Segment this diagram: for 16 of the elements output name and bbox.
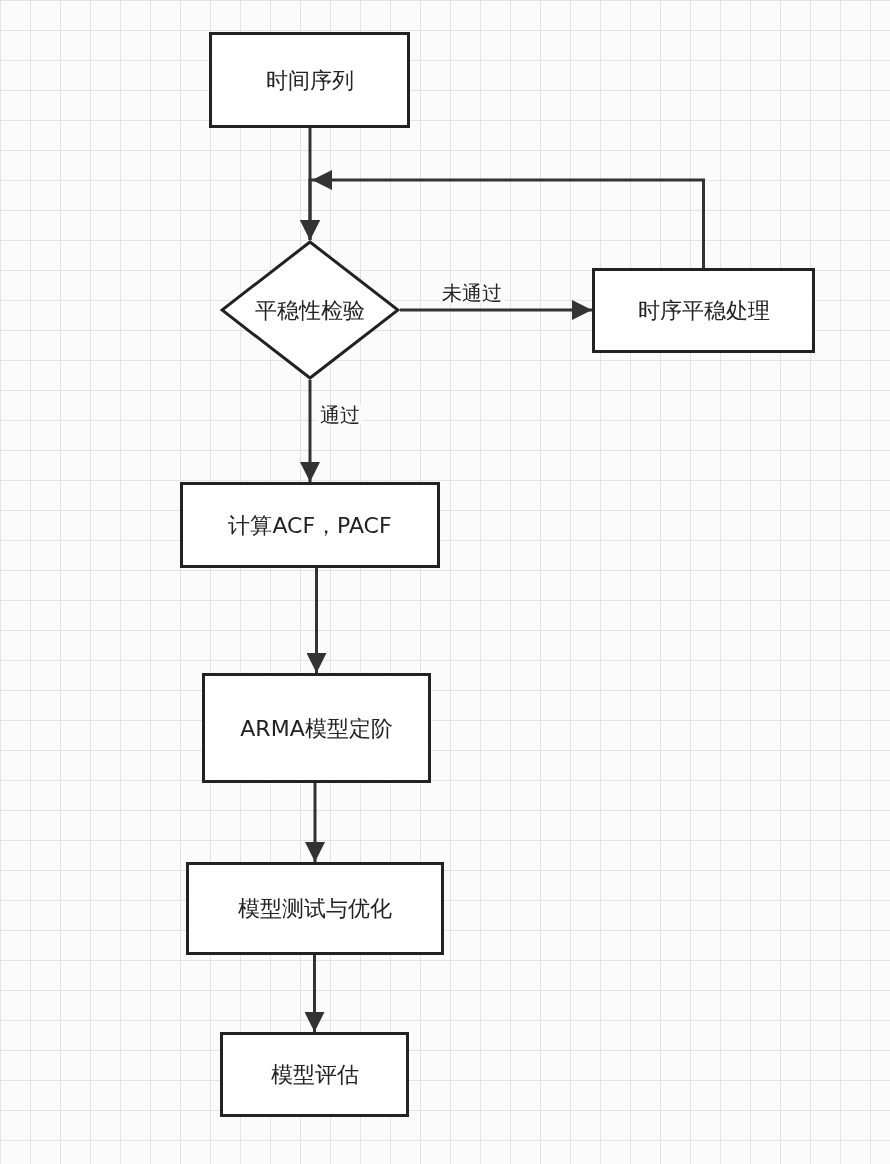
process-box (592, 268, 815, 353)
process-box (220, 1032, 409, 1117)
process-box (202, 673, 431, 783)
node-label: 时间序列 (265, 66, 354, 95)
edge-label: 通过 (318, 405, 362, 425)
node-label: 模型评估 (270, 1061, 359, 1089)
node-label: 平稳性检验 (255, 296, 365, 325)
edge-label: 未通过 (440, 283, 504, 303)
process-box (186, 862, 444, 955)
process-box (209, 32, 410, 128)
node-label: 模型测试与优化 (238, 895, 392, 923)
node-label: ARMA模型定阶 (240, 714, 393, 743)
process-box (180, 482, 440, 568)
decision-diamond (220, 240, 400, 380)
node-label: 时序平稳处理 (637, 297, 770, 325)
node-label: 计算ACF，PACF (228, 511, 392, 540)
